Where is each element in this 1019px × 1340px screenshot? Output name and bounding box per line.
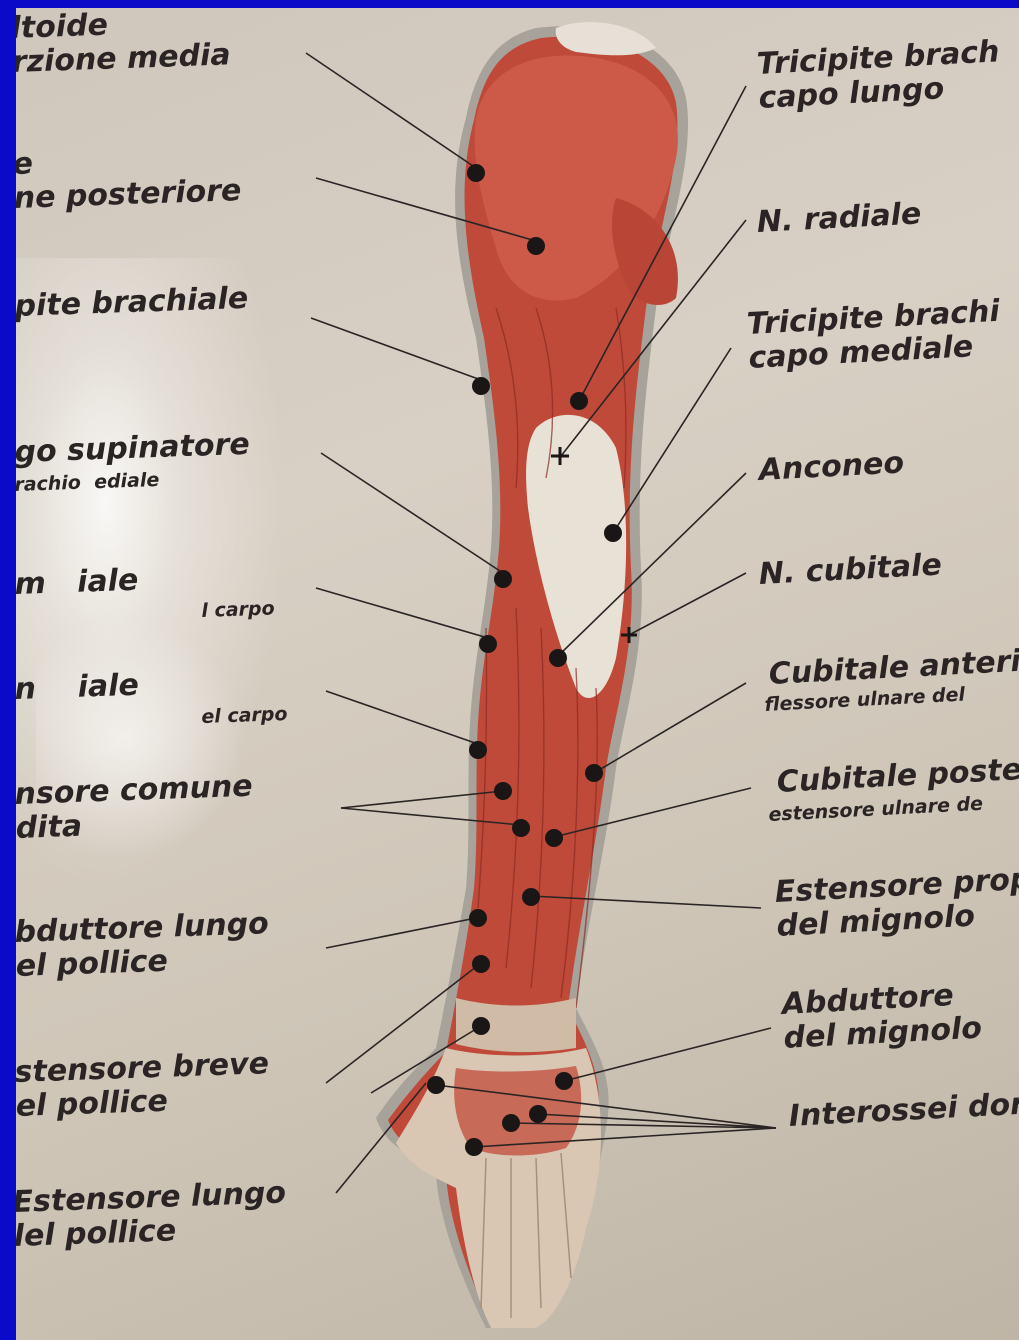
label-estensore-breve: stensore breve el pollice <box>16 1047 271 1124</box>
label-radiale-2: n iale <box>16 669 139 707</box>
label-abduttore-mignolo: Abduttore del mignolo <box>781 978 983 1056</box>
label-deltoide-posteriore: e ne posteriore <box>16 140 242 216</box>
label-abduttore-pollice: bduttore lungo el pollice <box>16 907 270 984</box>
anatomy-poster: ltoide rzione media e ne posteriore pite… <box>16 8 1019 1340</box>
label-deltoide-media: ltoide rzione media <box>16 8 231 80</box>
label-estensore-proprio-mignolo: Estensore prop del mignolo <box>774 863 1019 944</box>
label-radiale-1: m iale <box>16 564 139 602</box>
label-estensore-lungo: Estensore lungo lel pollice <box>16 1176 288 1254</box>
label-estensore-comune: nsore comune dita <box>16 770 254 846</box>
label-tricipite-lungo: Tricipite brach capo lungo <box>756 35 1002 116</box>
label-tricipite-mediale: Tricipite brachi capo mediale <box>746 295 1002 376</box>
label-carpo-1: l carpo <box>201 597 275 622</box>
label-carpo-2: el carpo <box>201 703 288 728</box>
